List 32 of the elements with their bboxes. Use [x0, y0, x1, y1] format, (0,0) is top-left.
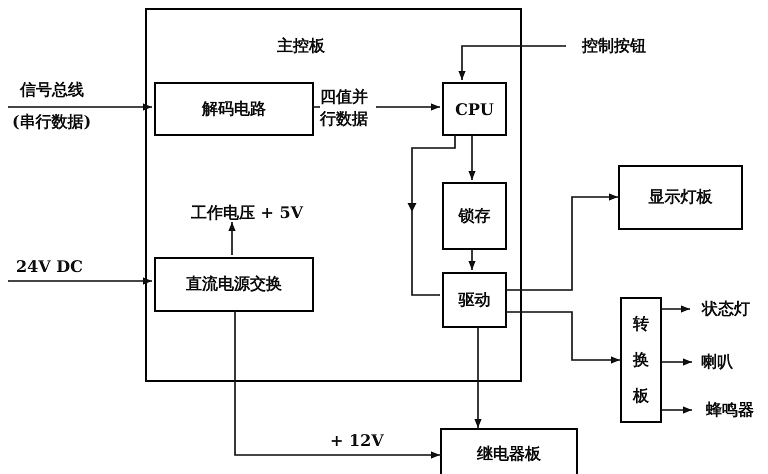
block-label: 状态灯	[690, 297, 762, 321]
block-label: 蜂鸣器	[692, 398, 768, 422]
board-frame	[145, 8, 522, 382]
block-box: 直流电源交换	[154, 257, 314, 312]
block-box: 继电器板	[440, 428, 578, 474]
block-box: 锁存	[442, 182, 507, 250]
block-box: 驱动	[442, 272, 507, 328]
arrow	[468, 248, 476, 270]
arrow	[662, 305, 690, 313]
arrow	[408, 134, 456, 296]
signal-label: 信号总线	[20, 80, 84, 101]
block-box: 解码电路	[154, 82, 314, 136]
block-box: 显示灯板	[618, 165, 743, 230]
arrow	[474, 326, 482, 428]
block-label: 工作电压 + 5V	[172, 202, 322, 224]
arrow	[234, 310, 440, 459]
arrow	[505, 193, 618, 291]
board-title: 主控板	[277, 36, 325, 57]
block-box: 转换板	[620, 297, 662, 423]
arrow	[8, 103, 152, 111]
arrow	[228, 222, 236, 255]
edge-label: 四值并行数据	[320, 86, 376, 130]
block-box: CPU	[442, 82, 507, 136]
arrow	[8, 277, 152, 285]
arrow	[468, 134, 476, 180]
arrow	[505, 311, 620, 364]
signal-label: (串行数据)	[12, 112, 92, 133]
arrow	[458, 45, 566, 80]
arrow	[662, 358, 692, 366]
block-label: 控制按钮	[566, 35, 662, 57]
arrow	[662, 406, 692, 414]
block-label: 喇叭	[692, 350, 742, 374]
